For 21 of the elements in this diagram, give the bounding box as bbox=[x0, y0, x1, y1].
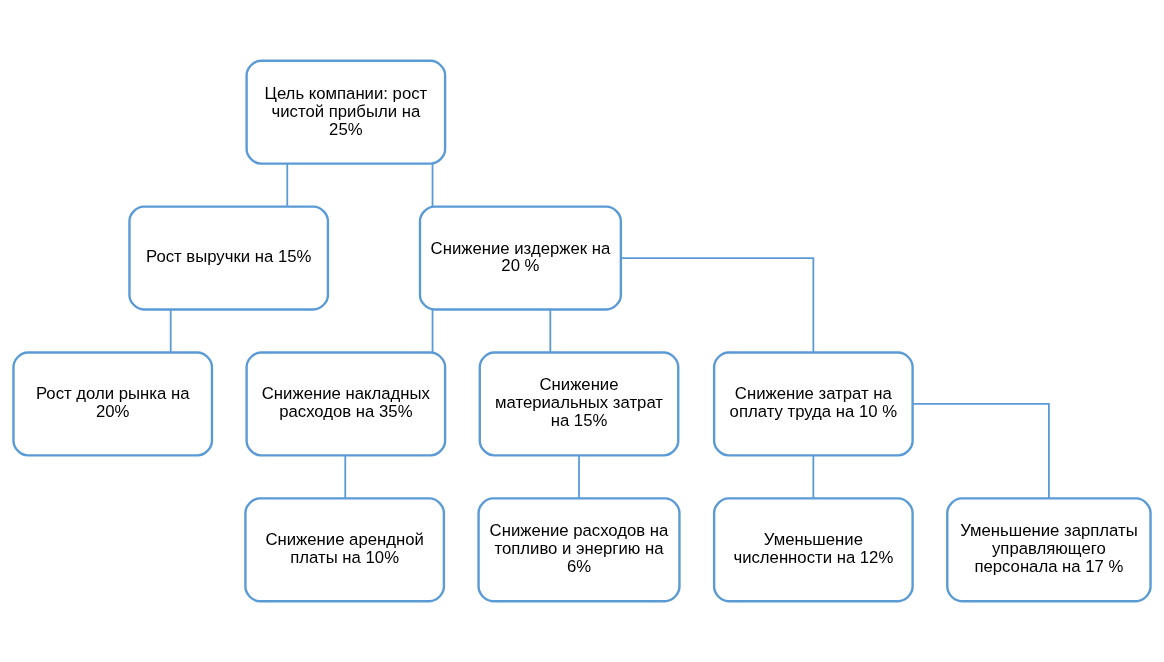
node-box: Уменьшение зарплаты управляющего персонала на 17 % bbox=[946, 497, 1152, 603]
connector bbox=[344, 454, 347, 500]
connector bbox=[169, 308, 172, 354]
connector bbox=[549, 308, 552, 354]
connector bbox=[578, 454, 580, 500]
node-box: Снижение затрат на оплату труда на 10 % bbox=[712, 351, 914, 457]
node-box: Цель компании: рост чистой прибыли на 25% bbox=[245, 59, 447, 165]
connector bbox=[812, 454, 815, 500]
node-box: Снижение арендной платы на 10% bbox=[244, 497, 446, 603]
connector bbox=[912, 403, 1050, 500]
node-box: Снижение накладных расходов на 35% bbox=[245, 351, 447, 457]
node-box: Рост доли рынка на 20% bbox=[12, 351, 214, 457]
node-box: Снижение расходов на топливо и энергию на 6% bbox=[477, 497, 681, 603]
node-box: Снижение издержек на 20 % bbox=[418, 205, 623, 311]
connector bbox=[620, 257, 815, 354]
node-box: Снижение материальных затрат на 15% bbox=[478, 351, 680, 457]
node-box: Рост выручки на 15% bbox=[128, 205, 330, 311]
node-box: Уменьшение численности на 12% bbox=[712, 497, 914, 603]
connector bbox=[431, 162, 434, 208]
connector bbox=[431, 308, 434, 354]
connector bbox=[286, 162, 289, 208]
